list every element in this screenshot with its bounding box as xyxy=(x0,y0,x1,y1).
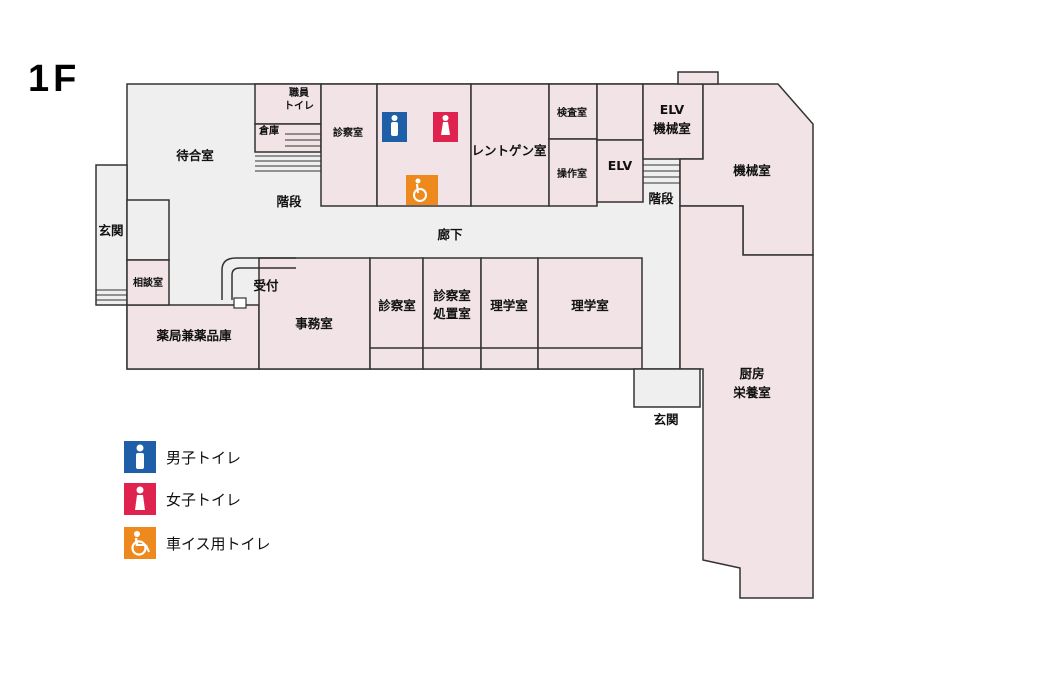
label-exam-treat-1: 診察室 xyxy=(433,288,471,303)
female-toilet-icon xyxy=(433,112,458,142)
label-entrance-right: 玄関 xyxy=(653,412,678,427)
elv-machine-room xyxy=(642,83,704,160)
label-pt-room-1: 理学室 xyxy=(490,298,528,313)
label-office: 事務室 xyxy=(295,316,333,331)
label-reception: 受付 xyxy=(253,278,279,293)
entrance-left-area xyxy=(95,164,128,306)
exam-room-top xyxy=(320,83,378,207)
label-control-room: 操作室 xyxy=(557,167,587,180)
label-kitchen-1: 厨房 xyxy=(739,366,764,381)
roof-box xyxy=(677,71,719,85)
label-staff-toilet-1: 職員 xyxy=(289,86,309,99)
label-stairs-left: 階段 xyxy=(276,194,302,209)
label-exam-treat-2: 処置室 xyxy=(432,306,471,321)
label-storage: 倉庫 xyxy=(258,124,279,137)
label-pt-room-2: 理学室 xyxy=(571,298,609,313)
entrance-steps-icon xyxy=(96,289,127,301)
small-room xyxy=(596,83,644,141)
consult-room xyxy=(126,259,170,306)
legend-item-female: 女子トイレ xyxy=(124,483,241,515)
xray-room xyxy=(470,83,550,207)
female-toilet-icon xyxy=(124,483,156,515)
label-consult-room: 相談室 xyxy=(133,276,163,289)
wheelchair-toilet-icon xyxy=(406,175,438,205)
stairs-right-icon xyxy=(643,164,680,184)
legend-item-male: 男子トイレ xyxy=(124,441,241,473)
label-elv-machine-1: ELV xyxy=(660,102,685,117)
label-staff-toilet-2: トイレ xyxy=(284,100,314,112)
inspection-room xyxy=(548,83,598,140)
legend-label: 男子トイレ xyxy=(166,448,242,467)
office-room xyxy=(258,257,371,370)
label-kitchen-2: 栄養室 xyxy=(732,385,771,400)
exam-room-bottom xyxy=(369,257,424,370)
legend-label: 車イス用トイレ xyxy=(166,534,271,553)
legend-label: 女子トイレ xyxy=(166,490,242,509)
label-xray-room: レントゲン室 xyxy=(471,143,547,158)
pt-room-2 xyxy=(537,257,643,370)
legend-item-wheelchair: 車イス用トイレ xyxy=(124,527,271,559)
exam-treat-room xyxy=(422,257,482,370)
label-corridor: 廊下 xyxy=(437,227,463,242)
entrance-right-area xyxy=(633,368,701,408)
label-exam-room-bottom: 診察室 xyxy=(378,298,416,313)
label-inspection-room: 検査室 xyxy=(557,106,587,119)
pt-room-1 xyxy=(480,257,539,370)
male-toilet-icon xyxy=(382,112,407,142)
stairs-left-icon xyxy=(255,133,321,172)
label-elv-machine-2: 機械室 xyxy=(653,121,691,136)
label-exam-room-top: 診察室 xyxy=(333,126,363,139)
reception-counter xyxy=(221,257,296,300)
label-waiting-room: 待合室 xyxy=(176,148,214,163)
male-toilet-icon xyxy=(124,441,156,473)
label-machine-room: 機械室 xyxy=(733,163,771,178)
storage-room xyxy=(254,123,322,153)
label-stairs-right: 階段 xyxy=(648,191,674,206)
elv-room xyxy=(596,139,644,203)
label-entrance-left: 玄関 xyxy=(98,223,123,238)
pharmacy-room xyxy=(126,304,260,370)
label-pharmacy: 薬局兼薬品庫 xyxy=(155,328,232,343)
label-elv: ELV xyxy=(608,158,633,173)
entrance-inner-area xyxy=(126,199,170,261)
floor-title: 1F xyxy=(28,58,81,100)
wheelchair-toilet-icon xyxy=(124,527,156,559)
control-room xyxy=(548,138,598,207)
